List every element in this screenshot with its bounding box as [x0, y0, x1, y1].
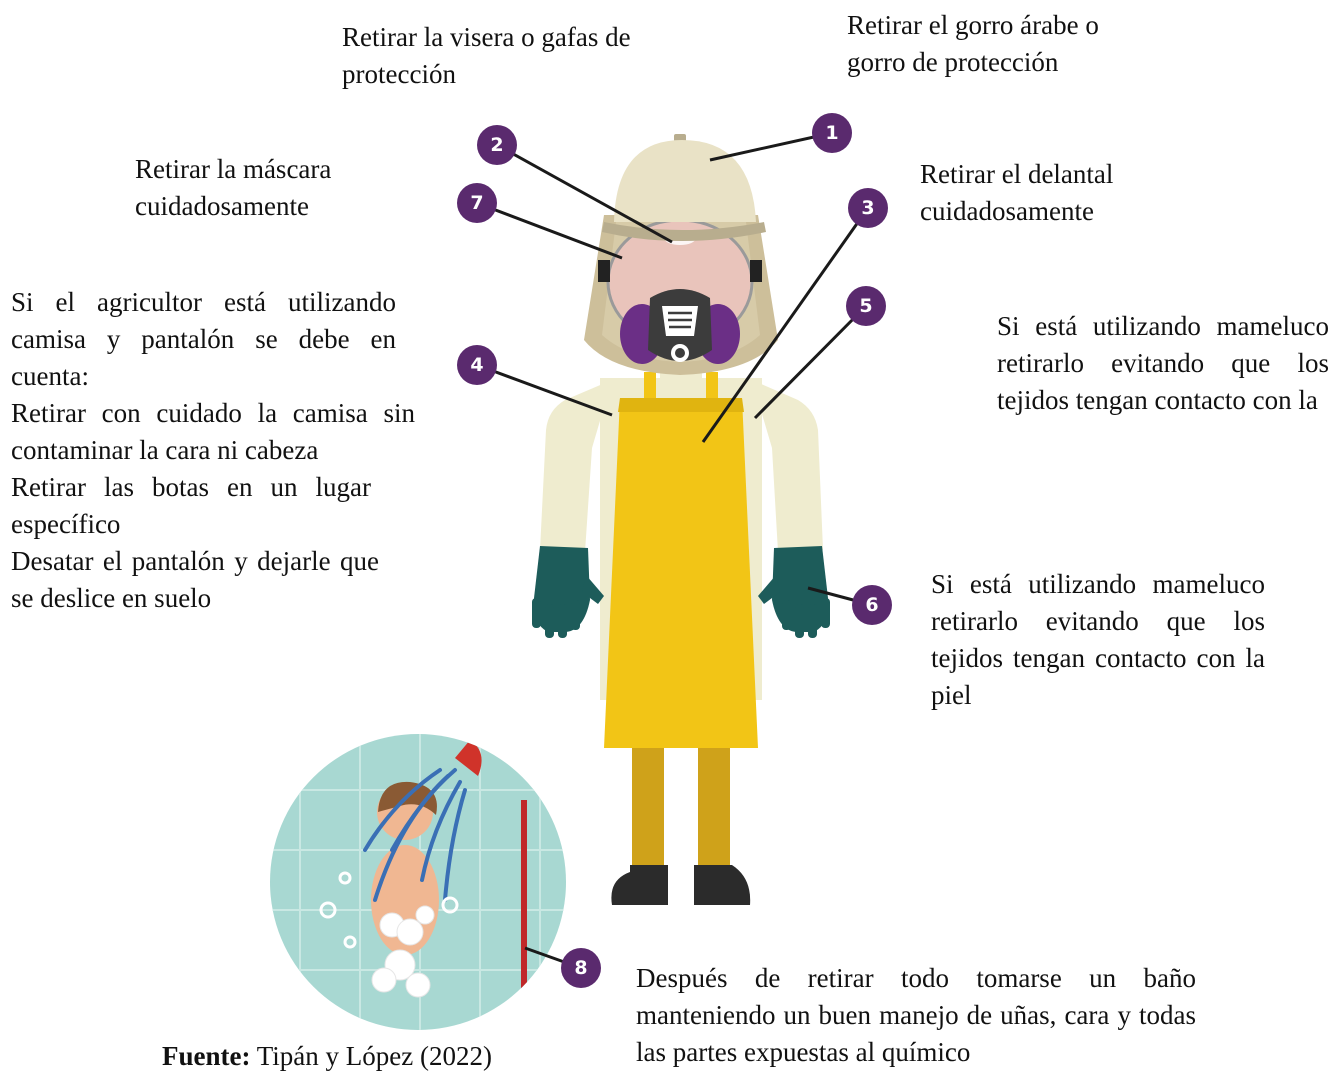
shower-illustration: [260, 730, 580, 1060]
step-4-item-trousers: Desatar el pantalón y dejarle que se des…: [11, 543, 379, 617]
step-4-intro: Si el agricultor está utilizando camisa …: [11, 284, 396, 395]
figure-caption: Fuente: Tipán y López (2022): [162, 1040, 492, 1072]
apron: [604, 372, 758, 748]
right-arm: [752, 380, 823, 552]
badge-7: 7: [457, 183, 497, 223]
svg-text:8: 8: [574, 957, 587, 979]
svg-text:1: 1: [825, 122, 838, 144]
caption-source-label: Fuente:: [162, 1041, 250, 1071]
label-step-3: Retirar el delantal cuidadosamente: [920, 156, 1180, 230]
label-step-7: Retirar la máscara cuidadosamente: [135, 151, 395, 225]
label-step-2: Retirar la visera o gafas de protección: [342, 19, 672, 93]
svg-text:3: 3: [861, 197, 874, 219]
svg-text:4: 4: [470, 354, 483, 376]
badge-3: 3: [848, 188, 888, 228]
badge-2: 2: [477, 125, 517, 165]
trousers: [632, 740, 730, 870]
badge-4: 4: [457, 345, 497, 385]
badge-6: 6: [852, 585, 892, 625]
boots: [611, 865, 750, 905]
svg-text:2: 2: [490, 134, 503, 156]
step-4-item-boots: Retirar las botas en un lugar específico: [11, 469, 371, 543]
badge-1: 1: [812, 113, 852, 153]
badge-8: 8: [561, 948, 601, 988]
caption-source-text: Tipán y López (2022): [250, 1041, 491, 1071]
step-4-item-shirt: Retirar con cuidado la camisa sin contam…: [11, 395, 415, 469]
worker-figure: [532, 134, 830, 905]
left-glove: [532, 546, 604, 638]
svg-text:6: 6: [865, 594, 878, 616]
svg-text:7: 7: [470, 192, 483, 214]
label-step-1: Retirar el gorro árabe o gorro de protec…: [847, 7, 1147, 81]
label-step-4-block: Si el agricultor está utilizando camisa …: [11, 284, 415, 617]
label-step-8: Después de retirar todo tomarse un baño …: [636, 960, 1196, 1071]
svg-text:5: 5: [859, 295, 872, 317]
label-step-5: Si está utilizando mameluco retirarlo ev…: [997, 308, 1329, 419]
badge-5: 5: [846, 286, 886, 326]
label-step-6: Si está utilizando mameluco retirarlo ev…: [931, 566, 1265, 714]
